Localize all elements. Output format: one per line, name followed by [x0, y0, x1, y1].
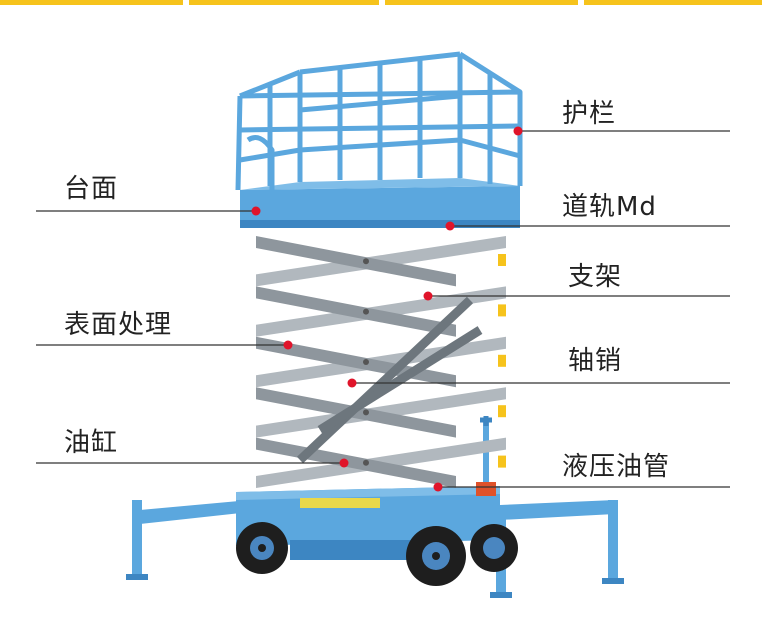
- marker-rail: [445, 221, 455, 231]
- pivot-bolt: [363, 409, 369, 416]
- marker-cylinder: [339, 458, 349, 468]
- guardrail: [235, 51, 523, 191]
- accent-bar: [189, 0, 379, 5]
- wheel-front-right: [406, 526, 466, 586]
- pivot-bolt: [363, 359, 369, 365]
- scissor-arm-front: [256, 236, 456, 287]
- arm-end-cap: [498, 455, 506, 468]
- label-platform: 台面: [64, 174, 119, 204]
- leader-lines: [36, 130, 730, 488]
- pivot-bolt: [363, 258, 369, 265]
- marker-bracket: [423, 291, 433, 301]
- label-pin: 轴销: [568, 346, 623, 376]
- arm-end-cap: [498, 354, 506, 367]
- platform-deck: [240, 178, 520, 228]
- wheel-front-left: [236, 522, 288, 574]
- label-rail: 道轨Md: [562, 192, 657, 222]
- accent-bar: [0, 0, 183, 5]
- arm-end-cap: [498, 254, 506, 266]
- pivot-bolt: [363, 308, 369, 315]
- tow-handle: [476, 416, 496, 496]
- arm-end-cap: [498, 405, 506, 418]
- marker-platform: [251, 206, 261, 216]
- arm-end-cap: [498, 304, 506, 317]
- label-surface: 表面处理: [64, 310, 173, 340]
- label-cylinder: 油缸: [64, 428, 119, 458]
- hydraulic-cylinder: [296, 296, 474, 464]
- marker-surface: [283, 340, 293, 350]
- label-hose: 液压油管: [562, 452, 671, 482]
- marker-guardrail: [513, 126, 523, 136]
- pivot-bolt: [363, 459, 369, 466]
- scissor-arm-front: [256, 286, 456, 337]
- top-accent-bars: [0, 0, 762, 6]
- label-bracket: 支架: [568, 262, 623, 292]
- wheel-rear: [470, 524, 518, 572]
- hydraulic-cylinder: [317, 326, 483, 434]
- accent-bar: [584, 0, 762, 5]
- accent-bar: [385, 0, 578, 5]
- outrigger-left: [126, 500, 250, 580]
- marker-pin: [347, 378, 357, 388]
- scissor-arms: [256, 236, 506, 488]
- label-guardrail: 护栏: [562, 99, 617, 129]
- marker-hose: [433, 482, 443, 492]
- marker-dots: [251, 126, 523, 492]
